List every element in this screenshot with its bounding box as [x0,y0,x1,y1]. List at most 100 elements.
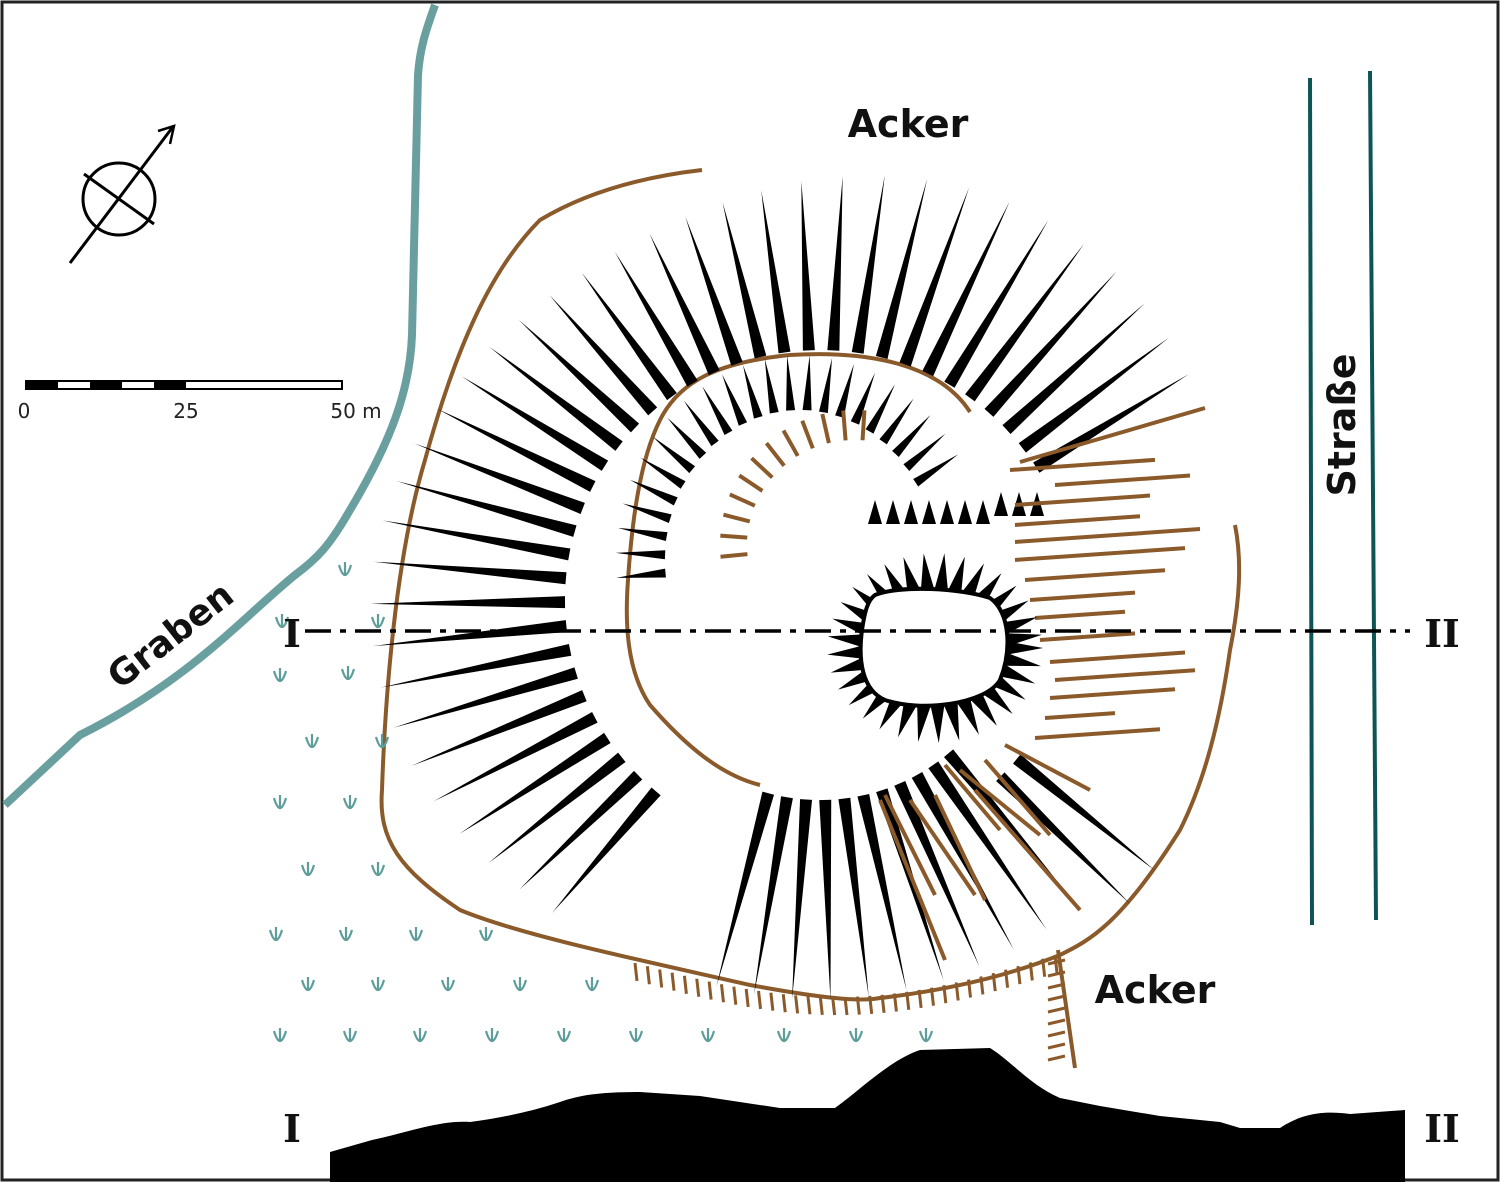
marsh-tuft-icon [272,1028,288,1043]
outer-hachure [761,190,791,354]
inner-hachure [622,503,672,523]
marsh-tuft-icon [304,734,320,749]
outer-hachure [382,520,571,561]
south-tick [1047,1042,1066,1050]
outer-hachure [857,793,907,991]
knoll-hachure [947,556,965,596]
south-tick [880,994,886,1014]
inner-rim-contour [624,352,972,787]
outer-hachure [851,175,885,354]
marsh-tuft-icon [374,734,390,749]
south-tick [658,969,664,988]
south-tick [843,996,849,1016]
graben-ditch-line [2,3,439,808]
knoll-hachure [920,553,935,593]
brown-hachure [781,429,800,457]
brown-hachure [973,788,1082,912]
inner-hachure [615,550,666,560]
outer-hachure [984,271,1117,417]
north-arrow-icon [68,124,176,264]
knoll-hachure [957,697,979,735]
inner-hachure [683,400,719,447]
inner-hachure [764,358,779,414]
inner-hachure-group [615,355,1044,578]
knoll-hachure [943,701,960,741]
marsh-tuft-icon [268,927,284,942]
road-line-east [1368,70,1378,921]
brown-hachure [1014,527,1201,544]
south-tick [1016,965,1022,985]
outer-hachure [1012,754,1155,871]
brown-hachure [720,533,748,540]
marsh-tuft-icon [370,977,386,992]
outer-hachure [396,480,577,537]
inner-hachure [958,500,972,524]
marsh-tuft-icon [340,666,356,681]
knoll-hachure [827,644,866,659]
inner-hachure [976,500,990,524]
brown-hachure [820,413,831,444]
south-tick [1047,1030,1066,1038]
outer-hachure [922,201,1010,377]
south-tick [1047,994,1066,1002]
scale-bar: 0 25 50 m [18,380,382,423]
marsh-tuft-icon [272,668,288,683]
knoll-hachure [930,704,945,743]
south-tick [1056,949,1077,1069]
marsh-tuft-icon [848,1028,864,1043]
south-tick [905,991,911,1011]
outer-hachure [899,187,970,367]
knoll-hachure [917,703,931,742]
outer-hachure [801,181,815,351]
section-label-start: I [283,611,301,656]
south-tick [806,996,812,1015]
outer-hachure [827,176,843,351]
label-acker-north: Acker [848,102,969,146]
south-tick [1053,954,1059,974]
marsh-symbol-group [268,562,934,1043]
south-tick [868,995,874,1015]
brown-hachure [722,512,751,524]
south-tick [1004,969,1010,988]
brown-hachure [1039,631,1136,642]
outer-hachure [411,690,587,766]
brown-hachure [878,799,947,961]
south-tick [670,972,676,991]
marsh-tuft-icon [412,1028,428,1043]
outer-hachure-group [370,175,1189,1000]
label-strasse: Straße [1320,353,1364,496]
inner-hachure [879,398,914,445]
inner-hachure [922,500,936,524]
brown-hachure [1029,590,1136,602]
south-tick [954,982,960,1001]
outer-hachure [373,561,567,585]
outer-hachure [581,272,677,401]
outer-hachure [685,216,743,366]
outer-hachure [436,408,596,492]
profile-label-end: II [1424,1106,1460,1151]
outer-hachure [433,712,598,802]
outer-hachure [549,295,658,416]
south-tick [892,993,898,1012]
brown-hachure [1009,457,1156,472]
inner-hachure [865,384,896,434]
outer-hachure [370,596,566,609]
marsh-tuft-icon [274,614,290,629]
south-tick [831,996,837,1016]
marsh-tuft-icon [584,977,600,992]
brown-hachure [1044,711,1116,720]
brown-hachure [908,798,977,897]
marsh-tuft-icon [300,862,316,877]
knoll-hachure [997,662,1036,684]
outer-hachure [414,443,585,515]
brown-hachure [1019,406,1206,464]
marsh-tuft-icon [370,614,386,629]
south-tick [967,979,973,998]
road-line-west [1308,77,1314,926]
scale-tick-25: 25 [173,399,198,423]
brown-hachure [729,492,756,508]
marsh-tuft-icon [408,927,424,942]
brown-hachure [1014,546,1186,562]
brown-hachure [983,758,1052,837]
marsh-tuft-icon [918,1028,934,1043]
